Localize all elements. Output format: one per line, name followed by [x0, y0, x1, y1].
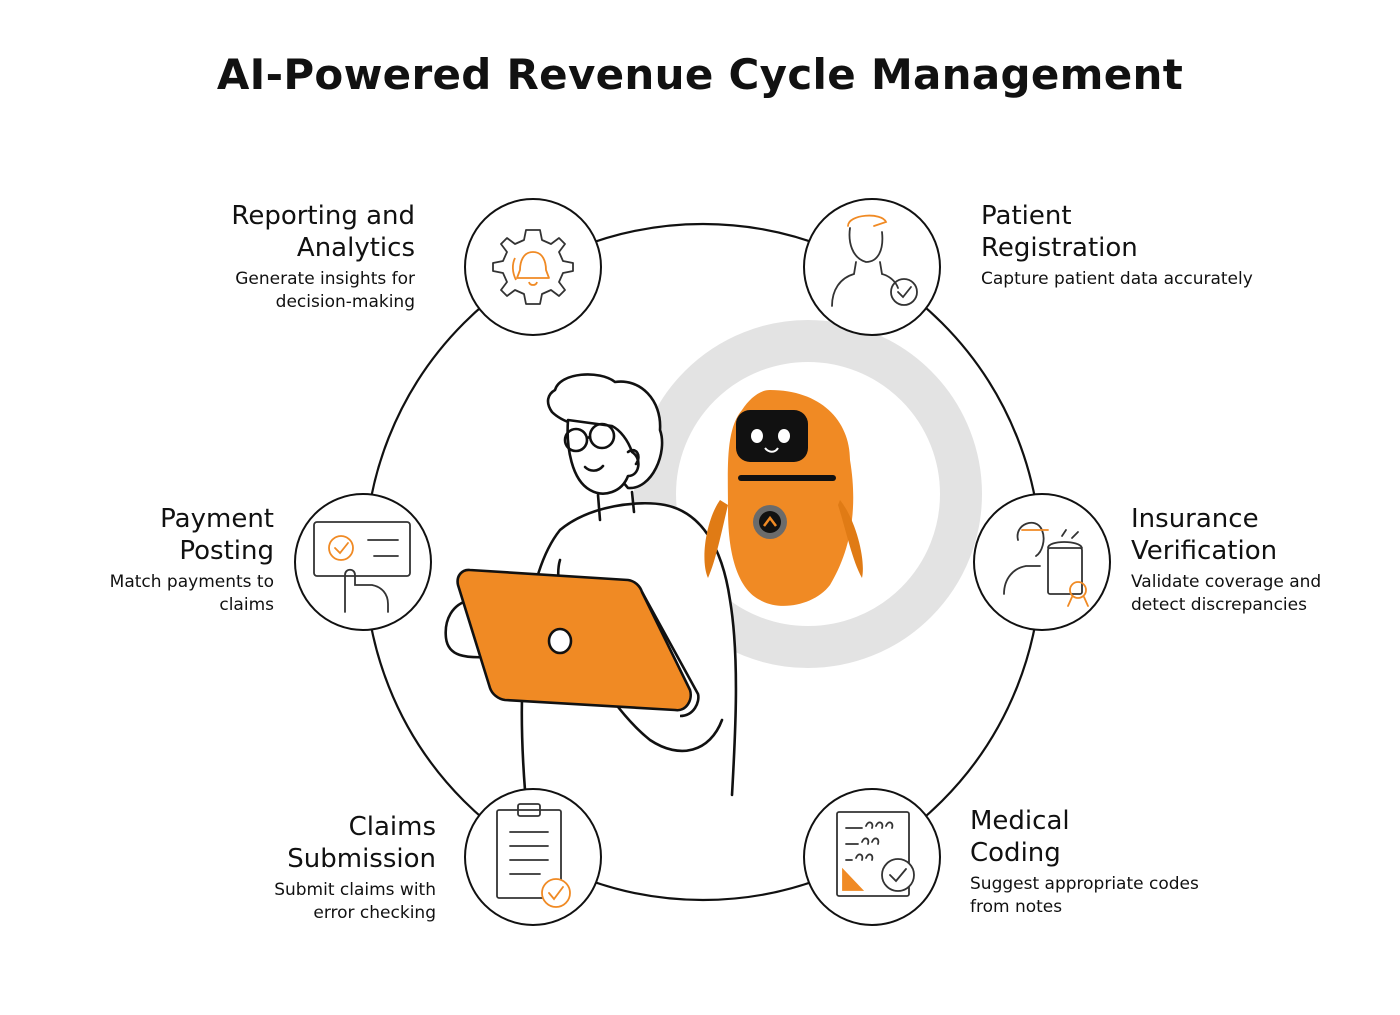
step-title-line: Medical	[970, 806, 1070, 836]
step-title-line: Patient	[981, 201, 1072, 231]
circle-patient	[803, 198, 941, 336]
step-title-line: Claims	[348, 812, 436, 842]
step-title-line: Coding	[970, 838, 1061, 868]
clipboard-check-icon	[496, 803, 571, 908]
payment-screen-icon	[313, 521, 411, 613]
circle-payment	[294, 493, 432, 631]
step-description-line: Submit claims with	[274, 880, 436, 900]
step-description-line: error checking	[313, 903, 436, 923]
step-description-line: Capture patient data accurately	[981, 269, 1253, 289]
page-title: AI-Powered Revenue Cycle Management	[216, 50, 1184, 99]
step-title-line: Registration	[981, 233, 1138, 263]
tablet-illustration	[456, 568, 700, 718]
step-title-line: Submission	[287, 844, 436, 874]
patient-check-icon	[831, 214, 918, 307]
step-description-line: Match payments to	[109, 572, 274, 592]
robot-halo	[634, 320, 982, 668]
circle-reporting	[464, 198, 602, 336]
robot-illustration	[704, 390, 863, 606]
circle-insurance	[973, 493, 1111, 631]
step-description-line: decision-making	[275, 292, 415, 312]
step-description-line: Validate coverage and	[1131, 572, 1322, 592]
insurance-document-icon	[1003, 521, 1089, 607]
step-description-line: claims	[219, 595, 274, 615]
step-title-line: Posting	[179, 536, 274, 566]
coding-sheet-icon	[836, 811, 915, 897]
step-title-line: Analytics	[296, 233, 415, 263]
step-title-line: Reporting and	[231, 201, 415, 231]
step-title-line: Verification	[1131, 536, 1278, 566]
gear-bell-icon	[492, 229, 574, 305]
step-description-line: Generate insights for	[235, 269, 415, 289]
step-title-line: Insurance	[1131, 504, 1259, 534]
step-description-line: from notes	[970, 897, 1063, 917]
step-title-line: Payment	[160, 504, 274, 534]
step-description-line: Suggest appropriate codes	[970, 874, 1199, 894]
step-description-line: detect discrepancies	[1131, 595, 1307, 615]
